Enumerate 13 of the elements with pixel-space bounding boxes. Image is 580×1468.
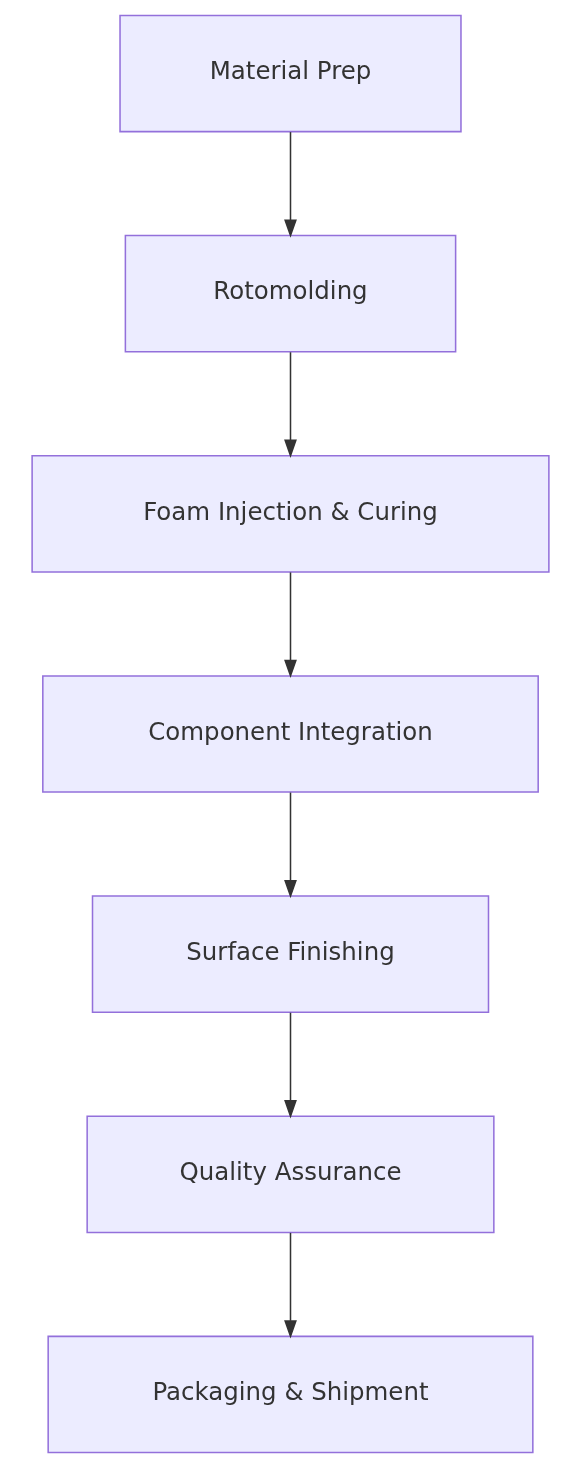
arrow	[283, 131, 297, 238]
arrow	[283, 1232, 297, 1339]
arrow	[283, 351, 297, 458]
node-box: Surface Finishing	[91, 895, 489, 1014]
node-box: Packaging & Shipment	[46, 1335, 534, 1454]
node-box: Quality Assurance	[85, 1115, 495, 1234]
node-box: Rotomolding	[124, 234, 456, 353]
arrow	[283, 1011, 297, 1119]
arrow	[283, 791, 297, 899]
node-box: Component Integration	[41, 675, 539, 793]
node-box: Foam Injection & Curing	[30, 454, 550, 573]
node-box: Material Prep	[118, 14, 462, 133]
arrow	[283, 571, 297, 679]
